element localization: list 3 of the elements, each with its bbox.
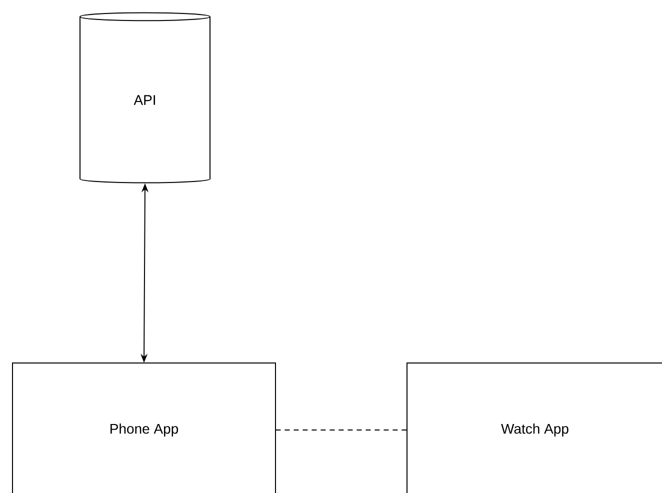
database-cylinder: API (80, 12, 210, 184)
process-box: Phone App (12, 362, 276, 493)
process-box: Watch App (406, 362, 662, 493)
